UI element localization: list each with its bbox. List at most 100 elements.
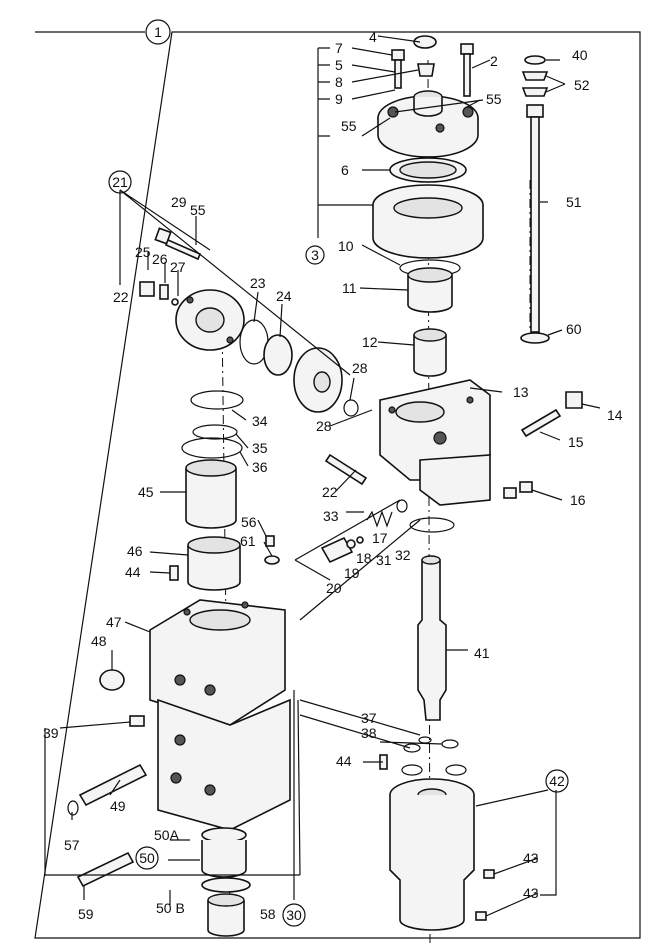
o-ring (409, 517, 455, 533)
callout-18: 18 (356, 550, 372, 566)
callout-28-right: 28 (352, 360, 368, 376)
cap (413, 35, 437, 49)
bolt-shank (463, 53, 471, 97)
o-ring-37 (418, 736, 432, 744)
callout-37: 37 (361, 710, 377, 726)
tie-rod-assembly (520, 55, 550, 344)
callout-9: 9 (335, 91, 343, 107)
o-ring (445, 764, 467, 776)
o-ring-36 (181, 437, 243, 459)
assembly-ref-circle (145, 19, 171, 45)
o-ring (401, 764, 423, 776)
callout-5: 5 (335, 57, 343, 73)
fitting-39 (129, 715, 145, 727)
screw-56 (265, 535, 275, 547)
callout-labels: 4 7 5 8 9 55 6 3 10 11 12 2 55 40 52 51 … (43, 29, 623, 927)
o-ring-38 (403, 743, 421, 753)
valve-hole (466, 396, 474, 404)
bolt (324, 453, 368, 486)
cylinder-housing-side (372, 205, 484, 259)
left-column-parts (169, 390, 280, 591)
callout-55-top: 55 (341, 118, 357, 134)
callout-34: 34 (252, 413, 268, 429)
callout-42: 42 (549, 773, 565, 789)
cylinder-46 (187, 545, 241, 591)
seal (263, 334, 293, 376)
lock-washer (521, 87, 549, 97)
valve-hole (388, 406, 396, 414)
callout-6: 6 (341, 162, 349, 178)
ball-seat (396, 499, 408, 513)
lower-rotor-assembly (379, 736, 495, 931)
spool-top (407, 267, 453, 283)
piston-45 (185, 468, 237, 529)
callout-22-left: 22 (113, 289, 129, 305)
callout-43-bottom: 43 (523, 885, 539, 901)
seal-ring-34 (190, 390, 244, 410)
callout-3: 3 (311, 247, 319, 263)
main-housing (67, 599, 291, 937)
seal-58 (207, 900, 245, 937)
callout-57: 57 (64, 837, 80, 853)
cylinder-top (187, 536, 241, 554)
callout-2: 2 (490, 53, 498, 69)
valve-bore (395, 401, 445, 423)
callout-16: 16 (570, 492, 586, 508)
callout-33: 33 (323, 508, 339, 524)
callout-8: 8 (335, 74, 343, 90)
cover-plate-rim (377, 118, 479, 158)
screw (519, 481, 533, 493)
cylinder-bore (393, 197, 463, 219)
housing-port (170, 772, 182, 784)
callout-61: 61 (240, 533, 256, 549)
callout-43-top: 43 (523, 850, 539, 866)
bolt-head (391, 49, 405, 61)
pin-49 (78, 763, 148, 807)
callout-50b: 50 B (156, 900, 185, 916)
callout-17: 17 (372, 530, 388, 546)
callout-1: 1 (154, 24, 162, 40)
flange-hole (186, 296, 194, 304)
callout-50a: 50A (154, 827, 180, 843)
flange-bore (195, 307, 225, 333)
housing-port (174, 734, 186, 746)
bolt-head (460, 43, 474, 55)
callout-50: 50 (139, 850, 155, 866)
spacer-50a (201, 827, 247, 843)
callout-10: 10 (338, 238, 354, 254)
callout-58: 58 (260, 906, 276, 922)
callout-11: 11 (342, 280, 357, 296)
housing-hole (241, 601, 249, 609)
washer (346, 539, 356, 549)
seal-ring-inner (399, 161, 457, 179)
rod-shank (530, 116, 540, 333)
spring (366, 510, 393, 528)
callout-14: 14 (607, 407, 623, 423)
pin (159, 284, 169, 300)
cover-hole (462, 106, 474, 118)
callout-12: 12 (362, 334, 378, 350)
ball (171, 298, 179, 306)
callout-31: 31 (376, 552, 392, 568)
washer (524, 55, 546, 65)
relief-fitting (320, 536, 354, 564)
callout-52: 52 (574, 77, 590, 93)
shaft-assembly (417, 555, 447, 721)
housing-hole (183, 608, 191, 616)
seal-58-top (207, 893, 245, 907)
callout-32: 32 (395, 547, 411, 563)
callout-41: 41 (474, 645, 490, 661)
washer-61 (264, 555, 280, 565)
callout-49: 49 (110, 798, 126, 814)
callout-15: 15 (568, 434, 584, 450)
assembly-frame (34, 31, 641, 939)
shaft-top (421, 555, 441, 565)
piston-top (185, 459, 237, 477)
sleeve-top (413, 328, 447, 342)
callout-20: 20 (326, 580, 342, 596)
callout-38: 38 (361, 725, 377, 741)
pump-cover-assembly (139, 227, 359, 417)
callout-3-circle (305, 245, 325, 265)
